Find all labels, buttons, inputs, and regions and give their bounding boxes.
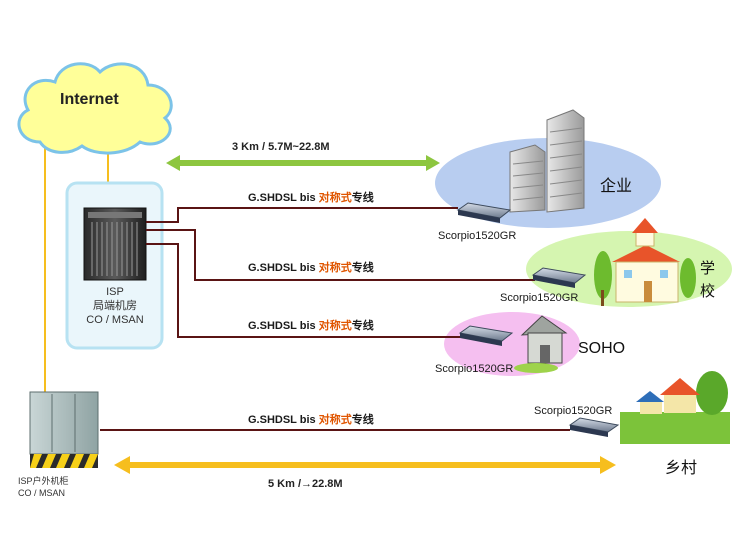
distance-top-label: 3 Km / 5.7M~22.8M xyxy=(232,141,330,153)
co-room-label: ISP 局端机房 CO / MSAN xyxy=(70,285,160,327)
site-label-school-1: 学 xyxy=(700,259,716,277)
internet-label: Internet xyxy=(60,91,119,108)
outdoor-cabinet-label: ISP户外机柜 CO / MSAN xyxy=(18,475,108,499)
device-label-village: Scorpio1520GR xyxy=(534,405,613,417)
device-label-soho: Scorpio1520GR xyxy=(435,363,514,375)
link-prefix: G.SHDSL bis xyxy=(248,414,319,426)
device-label-school: Scorpio1520GR xyxy=(500,292,579,304)
site-label-soho: SOHO xyxy=(578,340,626,357)
site-label-school-2: 校 xyxy=(700,282,716,300)
dsl-line-school xyxy=(146,229,535,281)
link-label-village: G.SHDSL bis 对称式专线 xyxy=(248,411,374,427)
link-highlight: 对称式 xyxy=(318,192,352,204)
link-label-enterprise: G.SHDSL bis 对称式专线 xyxy=(248,189,374,205)
link-suffix: 专线 xyxy=(351,414,374,426)
dsl-line-soho xyxy=(146,243,460,338)
link-label-soho: G.SHDSL bis 对称式专线 xyxy=(248,317,374,333)
link-prefix: G.SHDSL bis xyxy=(248,192,319,204)
modem-village-icon xyxy=(568,417,620,437)
site-label-village: 乡村 xyxy=(665,458,698,477)
soho-house-icon xyxy=(514,315,568,373)
link-suffix: 专线 xyxy=(351,262,374,274)
outdoor-cabinet-icon xyxy=(29,391,99,468)
co-label-line3: CO / MSAN xyxy=(86,314,144,326)
dslam-rack-icon xyxy=(83,207,147,281)
school-building-icon xyxy=(594,218,696,306)
outdoor-label-line2: CO / MSAN xyxy=(18,488,66,498)
device-label-enterprise: Scorpio1520GR xyxy=(438,230,517,242)
co-label-line2: 局端机房 xyxy=(93,300,137,312)
distance-bottom-label: 5 Km /→22.8M xyxy=(268,478,343,490)
link-prefix: G.SHDSL bis xyxy=(248,320,319,332)
link-suffix: 专线 xyxy=(351,320,374,332)
link-highlight: 对称式 xyxy=(318,414,352,426)
link-highlight: 对称式 xyxy=(318,320,352,332)
office-building-icon xyxy=(509,109,585,213)
internet-cloud xyxy=(17,62,173,155)
modem-school-icon xyxy=(531,267,587,288)
distance-arrow-5km xyxy=(114,456,616,474)
link-label-school: G.SHDSL bis 对称式专线 xyxy=(248,259,374,275)
modem-enterprise-icon xyxy=(456,202,512,223)
distance-arrow-3km xyxy=(166,155,440,171)
site-label-enterprise: 企业 xyxy=(600,176,633,195)
village-houses-icon xyxy=(620,371,730,444)
link-highlight: 对称式 xyxy=(318,262,352,274)
link-suffix: 专线 xyxy=(351,192,374,204)
modem-soho-icon xyxy=(458,325,514,346)
dsl-line-enterprise xyxy=(146,207,458,223)
link-prefix: G.SHDSL bis xyxy=(248,262,319,274)
co-label-line1: ISP xyxy=(106,286,124,298)
outdoor-label-line1: ISP户外机柜 xyxy=(18,476,69,486)
